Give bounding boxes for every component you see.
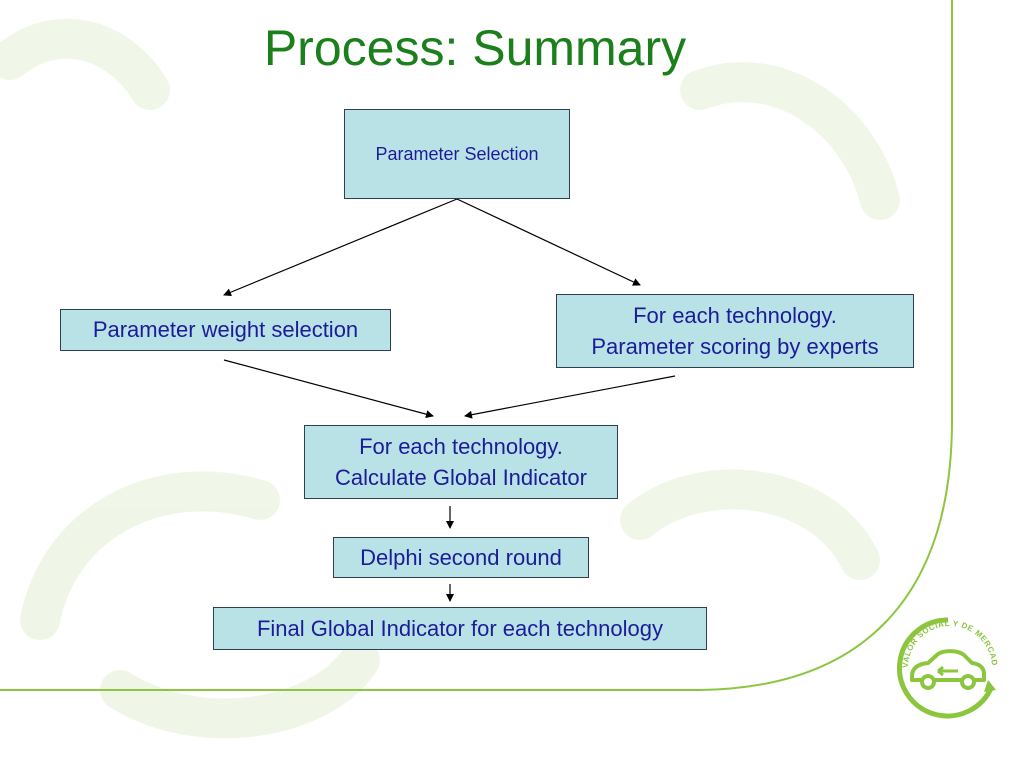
delphi-second-round-box: Delphi second round (333, 537, 589, 578)
arrow-selection-to-weight (223, 198, 458, 297)
parameter-selection-box: Parameter Selection (344, 109, 570, 199)
parameter-weight-selection-box: Parameter weight selection (60, 309, 391, 351)
car-recycle-icon: VALOR SOCIAL Y DE MERCADO (888, 608, 999, 719)
svg-text:VALOR SOCIAL Y DE MERCADO: VALOR SOCIAL Y DE MERCADO (888, 608, 999, 668)
arrow-weight-to-global (223, 359, 434, 419)
arrow-scoring-to-global (464, 375, 676, 419)
final-global-indicator-box: Final Global Indicator for each technolo… (213, 607, 707, 650)
calculate-global-indicator-box: For each technology. Calculate Global In… (304, 425, 618, 499)
logo-text: VALOR SOCIAL Y DE MERCADO (888, 608, 999, 668)
parameter-scoring-box: For each technology. Parameter scoring b… (556, 294, 914, 368)
arrow-selection-to-scoring (456, 198, 641, 286)
slide-title: Process: Summary (263, 20, 687, 76)
